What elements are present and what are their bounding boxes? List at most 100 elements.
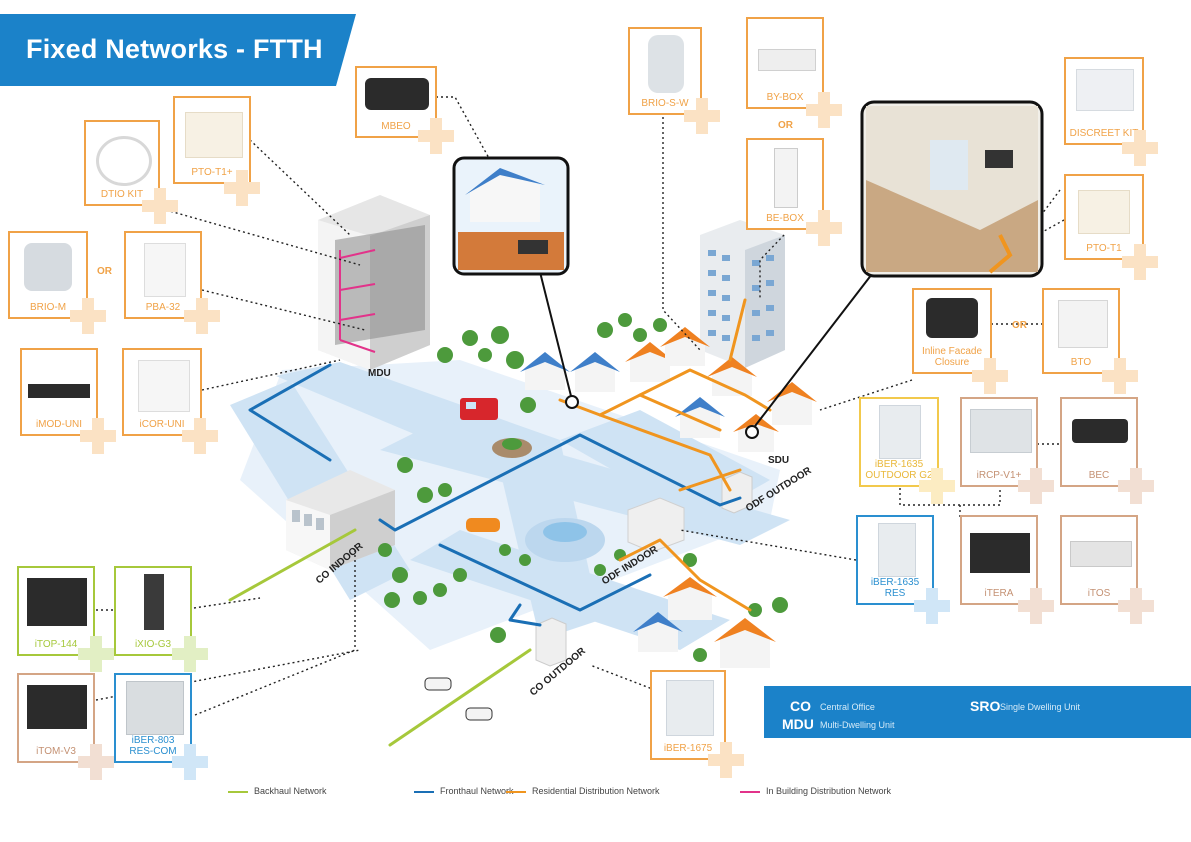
product-card-be-box[interactable]: BE-BOX	[746, 138, 824, 230]
product-card-itom-v3[interactable]: iTOM-V3	[17, 673, 95, 763]
add-icon	[1118, 468, 1154, 504]
product-label: DTIO KIT	[100, 189, 144, 200]
pto-t1-plus-image	[185, 112, 243, 158]
legend-backhaul: Backhaul Network	[228, 786, 327, 800]
mdu-building	[318, 195, 430, 370]
house	[570, 352, 620, 392]
house	[625, 342, 675, 382]
add-icon	[184, 298, 220, 334]
add-icon	[224, 170, 260, 206]
product-label: BRIO-M	[29, 302, 67, 313]
product-label: iBER-1635 RES	[870, 577, 920, 599]
add-icon	[172, 636, 208, 672]
product-label: iBER-1635 OUTDOOR G2	[865, 459, 933, 481]
add-icon	[1018, 468, 1054, 504]
add-icon	[172, 744, 208, 780]
itom-v3-image	[27, 685, 87, 729]
legend-abbr: CO	[790, 698, 811, 714]
product-card-discreet-kit[interactable]: DISCREET KIT	[1064, 57, 1144, 145]
product-card-brio-m[interactable]: BRIO-M	[8, 231, 88, 319]
product-label: BTO	[1070, 357, 1092, 368]
add-icon	[80, 418, 116, 454]
product-card-ircp-v1-plus[interactable]: iRCP-V1+	[960, 397, 1038, 487]
cows	[424, 677, 493, 721]
add-icon	[708, 742, 744, 778]
room-zoom-callout	[745, 100, 1044, 439]
add-icon	[806, 210, 842, 246]
house	[714, 618, 776, 668]
product-label: iTOM-V3	[36, 746, 76, 757]
legend-abbr: SRO	[970, 698, 1001, 714]
product-card-icor-uni[interactable]: iCOR-UNI	[122, 348, 202, 436]
title-banner	[0, 14, 356, 86]
product-card-iber-803-res-com[interactable]: iBER-803 RES-COM	[114, 673, 192, 763]
map-label-mdu: MDU	[368, 368, 391, 379]
product-label: iTERA	[984, 588, 1014, 599]
legend-fronthaul: Fronthaul Network	[414, 786, 514, 800]
product-label: iBER-1675	[663, 743, 713, 754]
add-icon	[972, 358, 1008, 394]
product-card-brio-s-w[interactable]: BRIO-S-W	[628, 27, 702, 115]
iber-1635-res-image	[878, 523, 916, 577]
product-card-inline-facade-closure[interactable]: Inline Facade Closure	[912, 288, 992, 374]
legend-label: Backhaul Network	[254, 786, 327, 796]
house-zoom-callout	[452, 156, 579, 409]
house	[663, 577, 717, 620]
mbeo-image	[365, 78, 429, 110]
houses	[520, 327, 817, 668]
legend-label: Fronthaul Network	[440, 786, 514, 796]
house	[660, 327, 710, 366]
product-card-pto-t1[interactable]: PTO-T1	[1064, 174, 1144, 260]
abbreviation-legend: CO Central Office MDU Multi-Dwelling Uni…	[764, 686, 1191, 738]
legend-label: Residential Distribution Network	[532, 786, 660, 796]
product-label: iTOS	[1087, 588, 1111, 599]
add-icon	[919, 468, 955, 504]
or-label: OR	[778, 120, 793, 131]
product-card-bec[interactable]: BEC	[1060, 397, 1138, 487]
product-card-ixio-g3[interactable]: iXIO-G3	[114, 566, 192, 656]
product-card-iber-1675[interactable]: iBER-1675	[650, 670, 726, 760]
add-icon	[1122, 130, 1158, 166]
house	[675, 397, 725, 438]
product-card-imod-uni[interactable]: iMOD-UNI	[20, 348, 98, 436]
product-label: PTO-T1+	[191, 167, 233, 178]
product-label: iXIO-G3	[134, 639, 172, 650]
itos-image	[1070, 541, 1132, 567]
iber-803-image	[126, 681, 184, 735]
product-label: BY-BOX	[766, 92, 804, 103]
or-label: OR	[1012, 320, 1027, 331]
product-card-by-box[interactable]: BY-BOX	[746, 17, 824, 109]
legend-residential: Residential Distribution Network	[506, 786, 660, 800]
map-label-sdu: SDU	[768, 455, 790, 466]
house	[707, 357, 757, 396]
house	[767, 382, 817, 425]
orange-car	[466, 518, 500, 532]
odf-indoor-building	[627, 497, 685, 553]
product-label: Inline Facade Closure	[921, 346, 983, 368]
product-card-dtio-kit[interactable]: DTIO KIT	[84, 120, 160, 206]
or-label: OR	[97, 266, 112, 277]
product-card-pto-t1-plus[interactable]: PTO-T1+	[173, 96, 251, 184]
brio-m-image	[24, 243, 72, 291]
product-card-iber-1635-res[interactable]: iBER-1635 RES	[856, 515, 934, 605]
iber-1635-outdoor-g2-image	[879, 405, 921, 459]
product-label: iMOD-UNI	[35, 419, 83, 430]
legend-abbr: MDU	[782, 716, 814, 732]
page-title: Fixed Networks - FTTH	[26, 34, 323, 64]
product-card-bto[interactable]: BTO	[1042, 288, 1120, 374]
product-label: iRCP-V1+	[976, 470, 1022, 481]
product-label: BRIO-S-W	[641, 98, 689, 109]
add-icon	[684, 98, 720, 134]
product-card-mbeo[interactable]: MBEO	[355, 66, 437, 138]
product-card-itos[interactable]: iTOS	[1060, 515, 1138, 605]
trees	[378, 313, 788, 662]
product-card-itera[interactable]: iTERA	[960, 515, 1038, 605]
product-card-itop-144[interactable]: iTOP-144	[17, 566, 95, 656]
bto-image	[1058, 300, 1108, 348]
product-card-iber-1635-outdoor-g2[interactable]: iBER-1635 OUTDOOR G2	[859, 397, 939, 487]
pto-t1-image	[1078, 190, 1130, 234]
co-outdoor-cabinet	[535, 617, 567, 667]
product-label: DISCREET KIT	[1069, 128, 1139, 139]
product-card-pba-32[interactable]: PBA-32	[124, 231, 202, 319]
